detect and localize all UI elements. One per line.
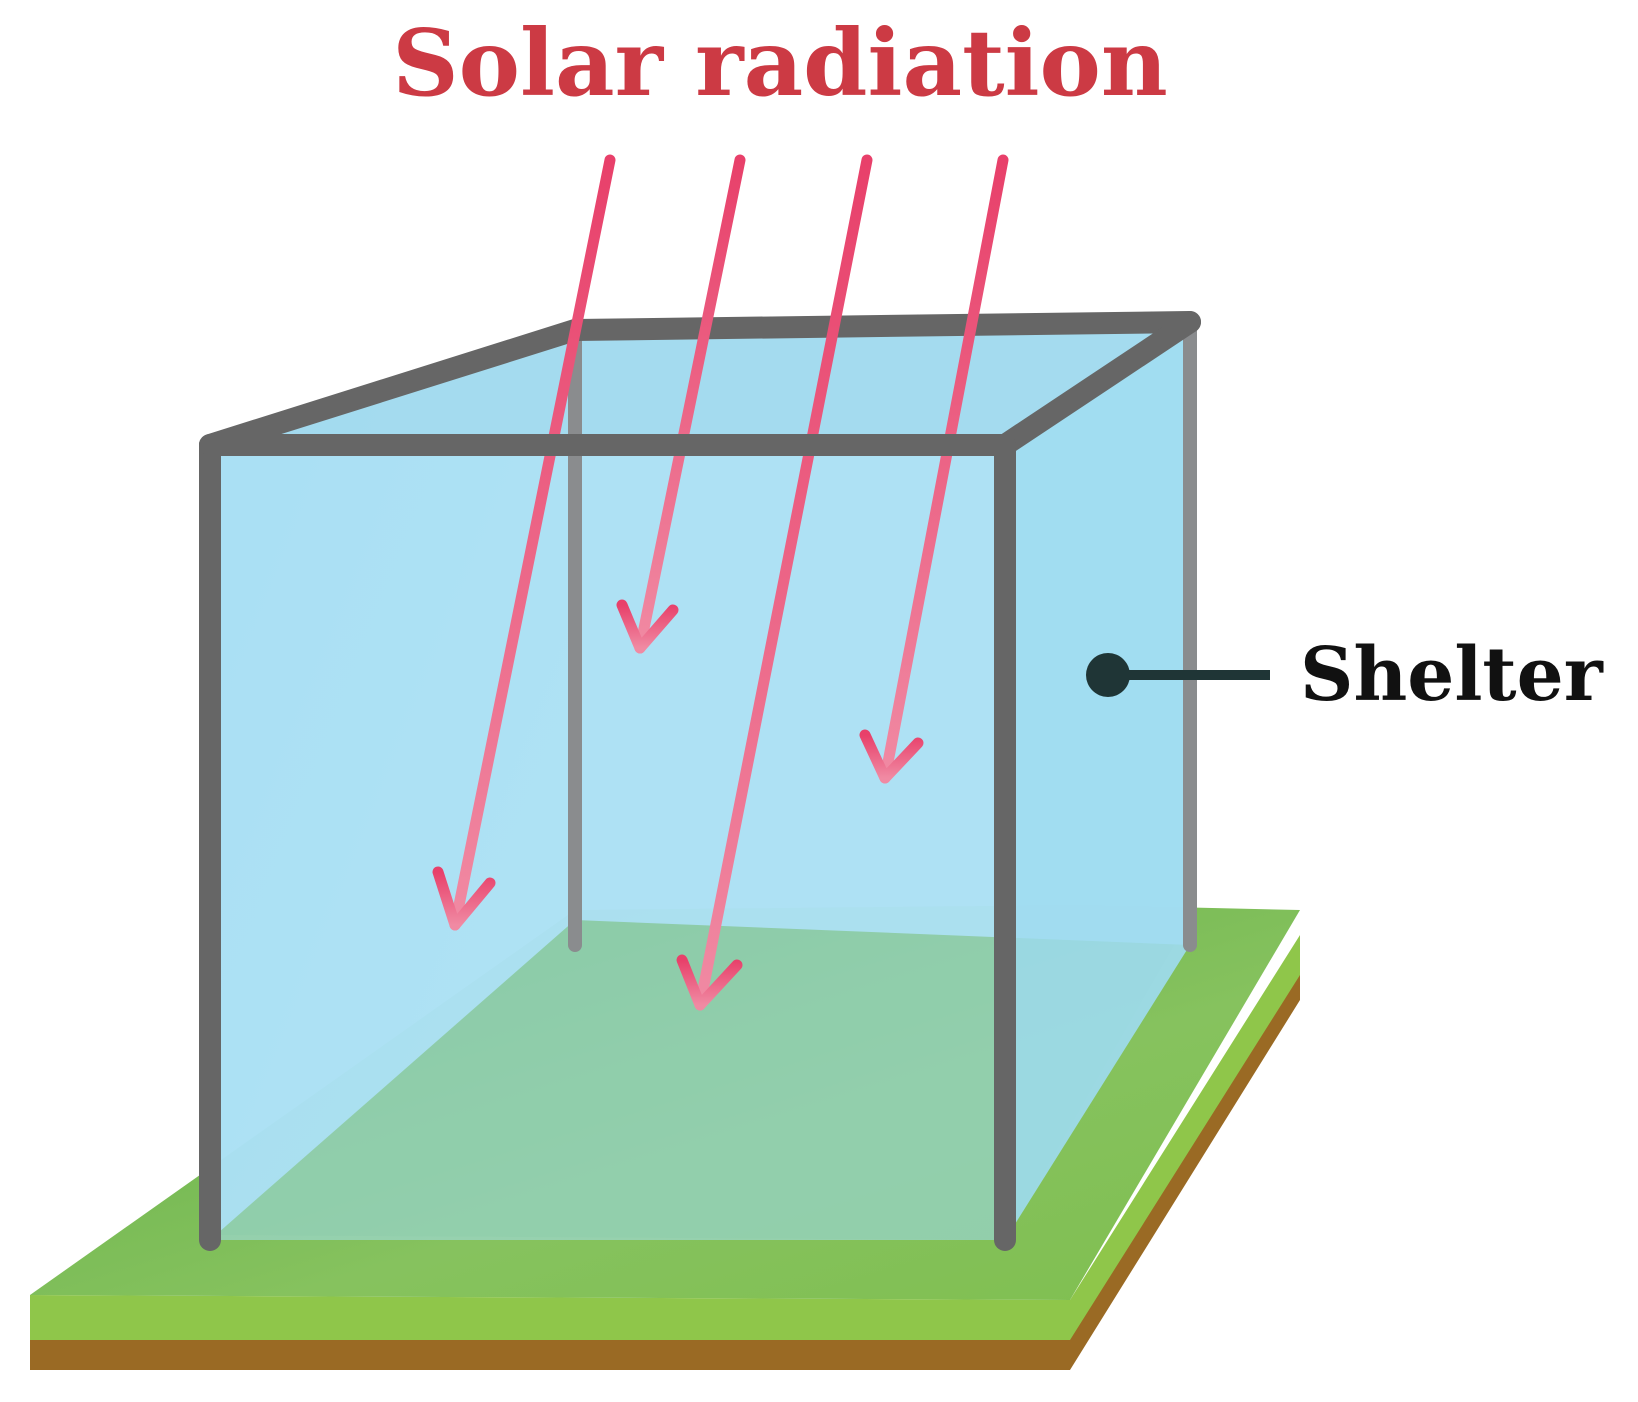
title-label: Solar radiation	[392, 9, 1168, 117]
glass-right-wall	[1005, 322, 1190, 1240]
shelter-pointer	[1086, 653, 1270, 697]
roof-right-edge	[994, 311, 1201, 456]
shelter-label: Shelter	[1300, 632, 1604, 718]
glass-front-wall	[210, 445, 1005, 1240]
glass-panels	[210, 322, 1190, 1240]
solar-ray-arrow	[616, 154, 746, 654]
solar-ray-arrow	[859, 154, 1009, 784]
shelter-frame-front	[199, 434, 1016, 1251]
shelter-frame-back	[568, 315, 1197, 952]
solar-ray-arrow	[676, 154, 873, 1011]
solar-radiation-arrows	[432, 154, 1009, 1011]
solar-ray-arrow	[432, 154, 616, 931]
glass-roof	[210, 322, 1190, 445]
grass-side	[30, 935, 1300, 1340]
